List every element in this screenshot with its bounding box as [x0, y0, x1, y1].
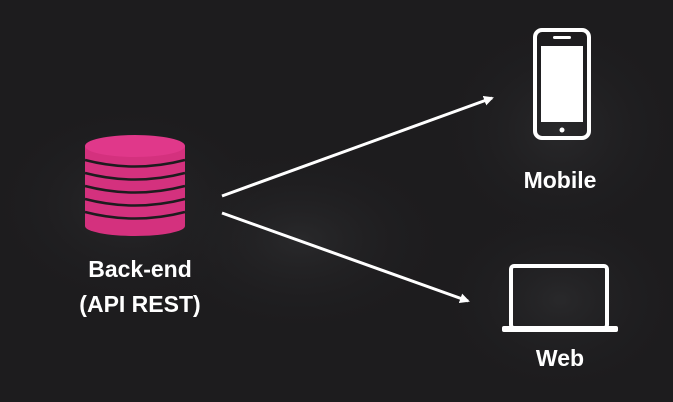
database-icon	[84, 135, 186, 236]
web-label: Web	[535, 345, 585, 371]
arrow-to-web	[221, 211, 470, 304]
backend-label-line2: (API REST)	[79, 291, 201, 317]
laptop-icon	[502, 264, 618, 332]
background-cloud	[430, 200, 673, 400]
arrow-to-mobile	[221, 96, 494, 198]
smartphone-icon	[533, 28, 591, 140]
background-cloud	[430, 10, 673, 250]
mobile-label: Mobile	[523, 167, 597, 193]
backend-label-line1: Back-end	[88, 256, 192, 282]
